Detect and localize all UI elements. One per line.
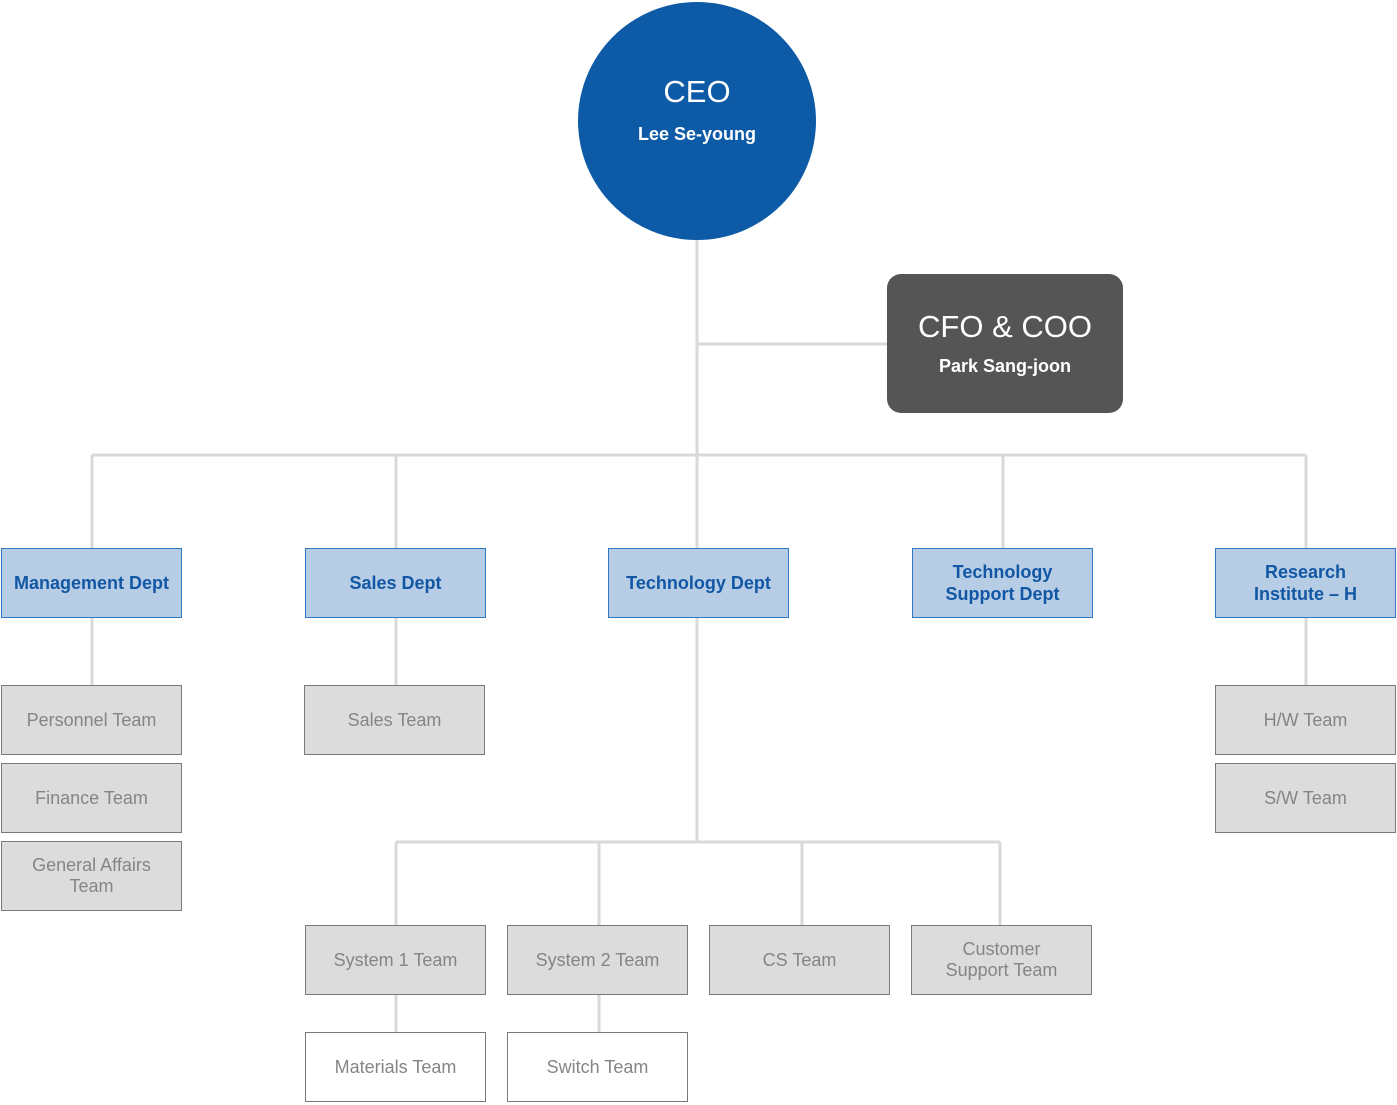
cfo-name: Park Sang-joon bbox=[938, 356, 1072, 377]
ceo-name: Lee Se-young bbox=[637, 123, 757, 144]
team-sales: Sales Team bbox=[304, 685, 485, 755]
ceo-title: CEO bbox=[663, 74, 731, 110]
team-hw: H/W Team bbox=[1215, 685, 1396, 755]
team-sw: S/W Team bbox=[1215, 763, 1396, 833]
cfo-node: CFO & COO Park Sang-joon bbox=[887, 274, 1123, 413]
team-switch: Switch Team bbox=[507, 1032, 688, 1102]
team-system-1: System 1 Team bbox=[305, 925, 486, 995]
team-materials: Materials Team bbox=[305, 1032, 486, 1102]
dept-sales: Sales Dept bbox=[305, 548, 486, 618]
team-personnel: Personnel Team bbox=[1, 685, 182, 755]
ceo-node: CEO Lee Se-young bbox=[578, 2, 816, 240]
cfo-title: CFO & COO bbox=[918, 308, 1092, 344]
team-general-affairs: General Affairs Team bbox=[1, 841, 182, 911]
dept-research-institute: Research Institute – H bbox=[1215, 548, 1396, 618]
team-finance: Finance Team bbox=[1, 763, 182, 833]
team-customer-support: Customer Support Team bbox=[911, 925, 1092, 995]
team-cs: CS Team bbox=[709, 925, 890, 995]
dept-management: Management Dept bbox=[1, 548, 182, 618]
dept-technology: Technology Dept bbox=[608, 548, 789, 618]
dept-technology-support: Technology Support Dept bbox=[912, 548, 1093, 618]
team-system-2: System 2 Team bbox=[507, 925, 688, 995]
